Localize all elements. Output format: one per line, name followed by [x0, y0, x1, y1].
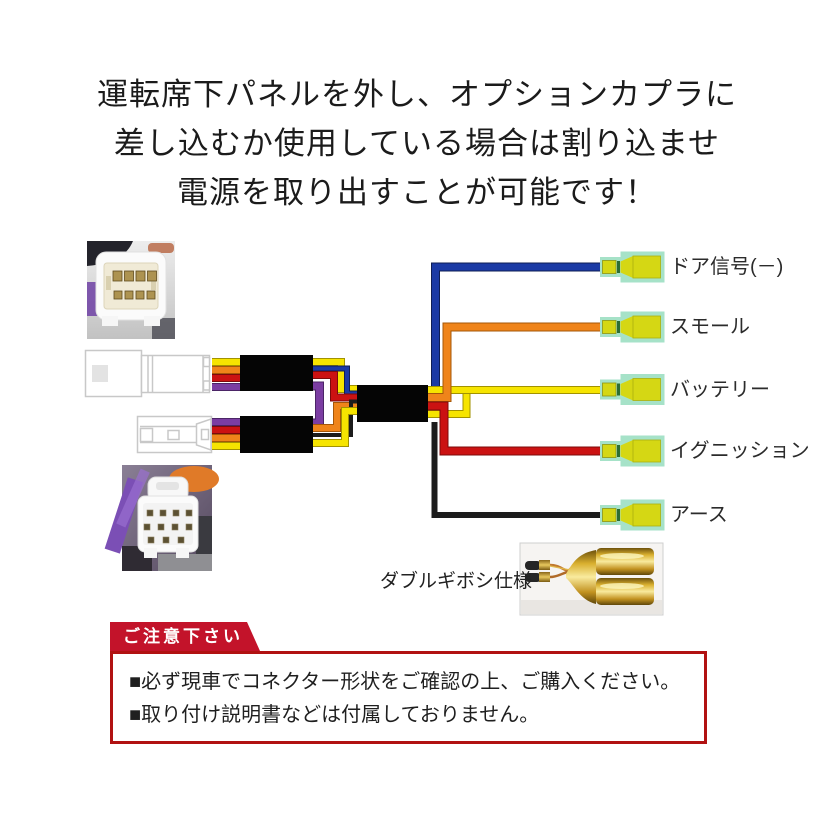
terminal-battery: [600, 374, 665, 405]
connector-photo-8pin: [87, 241, 175, 339]
connector-drawing-bottom: [136, 415, 213, 454]
splice-box-center: [357, 385, 428, 422]
terminal-label-battery: バッテリー: [670, 379, 770, 401]
terminal-label-earth: アース: [670, 504, 728, 526]
heading-line-3: 電源を取り出すことが可能です！: [177, 175, 657, 210]
notice-box: ■必ず現車でコネクター形状をご確認の上、ご購入ください。 ■取り付け説明書などは…: [110, 651, 707, 744]
terminal-label-small: スモール: [670, 316, 750, 338]
splice-box-top: [240, 355, 313, 391]
terminal-ignition: [600, 435, 665, 467]
spade-terminals: [600, 251, 665, 531]
connector-drawing-top: [84, 349, 211, 398]
heading-line-2: 差し込むか使用している場合は割り込ませ: [113, 126, 721, 161]
gibosi-photo: [519, 542, 664, 616]
terminal-small: [600, 311, 665, 343]
splice-boxes: [240, 355, 428, 453]
gibosi-caption: ダブルギボシ仕様: [380, 571, 533, 592]
notice-banner: ご注意下さい: [110, 622, 260, 651]
heading: 運転席下パネルを外し、オプションカプラに 差し込むか使用している場合は割り込ませ…: [0, 70, 834, 217]
connector-photo-12pin: [104, 465, 219, 571]
notice-item-1: ■必ず現車でコネクター形状をご確認の上、ご購入ください。: [129, 671, 681, 693]
notice-item-2: ■取り付け説明書などは付属しておりません。: [129, 704, 540, 726]
splice-box-bottom: [240, 416, 313, 453]
wires: [212, 262, 604, 518]
heading-line-1: 運転席下パネルを外し、オプションカプラに: [97, 77, 737, 112]
terminal-earth: [600, 499, 665, 531]
terminal-label-door-signal: ドア信号(－): [670, 256, 784, 278]
terminal-door-signal: [600, 251, 665, 283]
terminal-label-ignition: イグニッション: [670, 440, 810, 462]
